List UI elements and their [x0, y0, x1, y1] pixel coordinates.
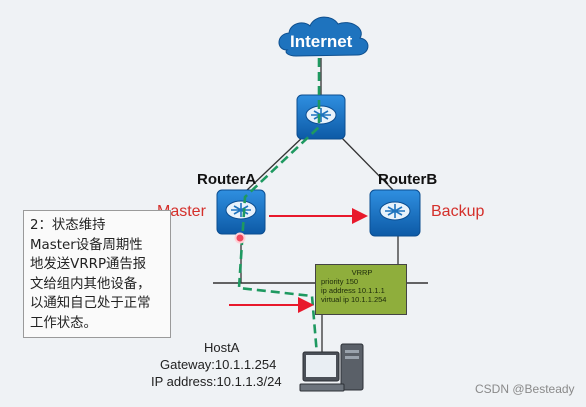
callout-line: 地发送VRRP通告报	[30, 257, 147, 272]
host-computer-icon	[299, 343, 364, 392]
host-gateway: Gateway:10.1.1.254	[160, 357, 277, 372]
vrrp-virtual-ip: virtual ip 10.1.1.254	[321, 295, 387, 304]
core-router	[296, 94, 346, 140]
routerB-name: RouterB	[378, 171, 438, 188]
callout-line: 2：状态维持	[30, 218, 106, 233]
watermark: CSDN @Besteady	[475, 382, 575, 396]
pointer-dot	[234, 232, 246, 244]
status-callout: 2：状态维持 Master设备周期性 地发送VRRP通告报 文给组内其他设备， …	[23, 210, 171, 338]
vrrp-priority: priority 150	[321, 277, 359, 286]
link-core-routerB	[338, 134, 396, 193]
vrrp-info-box: VRRP priority 150 ip address 10.1.1.1 vi…	[315, 264, 407, 315]
pc-tower	[340, 343, 364, 391]
callout-line: Master设备周期性	[30, 237, 143, 253]
pc-keyboard	[299, 383, 345, 392]
internet-label: Internet	[290, 32, 353, 51]
cloud-shape	[278, 16, 369, 57]
host-name: HostA	[204, 340, 240, 355]
callout-line: 以通知自己处于正常	[30, 296, 151, 311]
routerA-name: RouterA	[197, 171, 257, 188]
callout-line: 文给组内其他设备，	[30, 276, 151, 292]
internet-cloud	[278, 16, 369, 57]
routerA-device	[216, 189, 266, 235]
vrrp-ip-address: ip address 10.1.1.1	[321, 286, 385, 295]
routerB-role: Backup	[431, 203, 485, 220]
link-core-routerA	[244, 134, 306, 193]
callout-line: 工作状态。	[30, 315, 97, 331]
vrrp-title: VRRP	[351, 268, 373, 277]
host-ip: IP address:10.1.1.3/24	[151, 374, 282, 389]
routerB-device	[369, 189, 421, 237]
